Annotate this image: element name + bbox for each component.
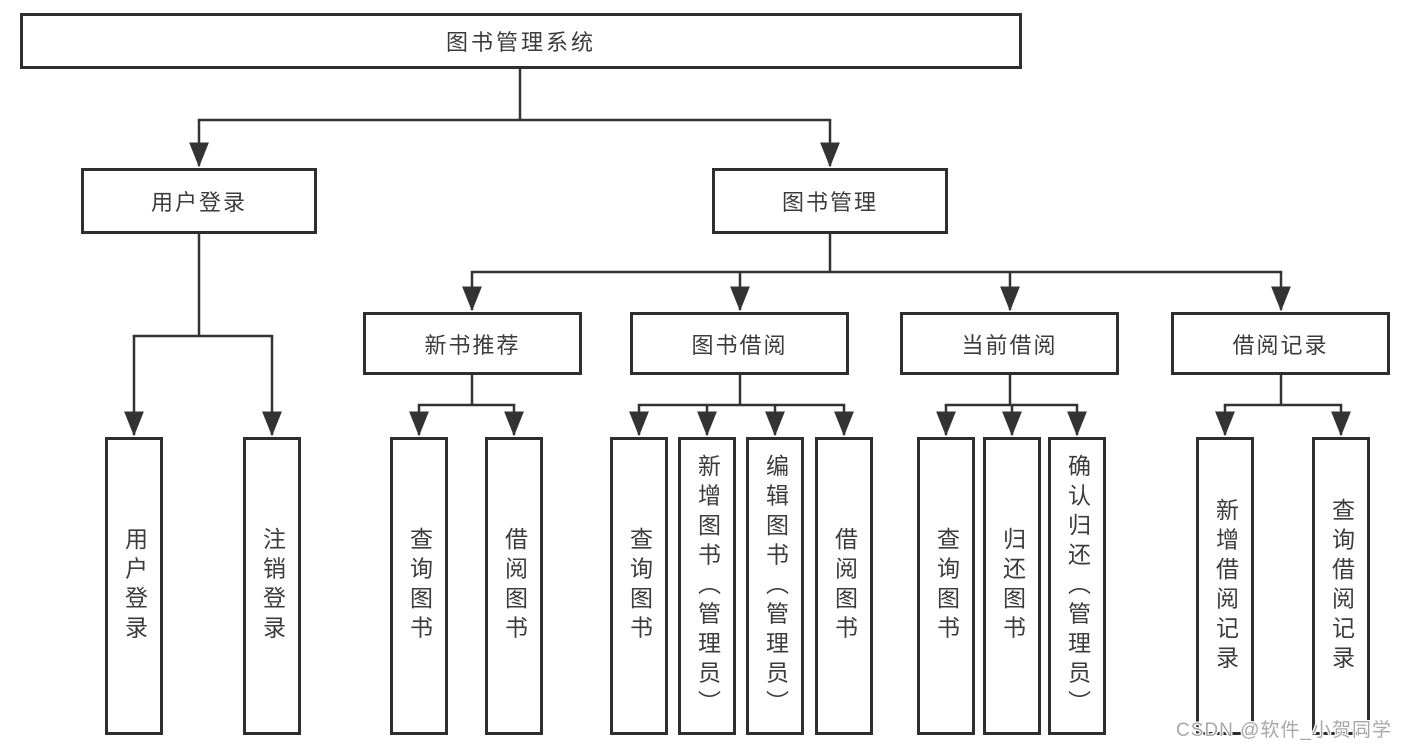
- node-label: 用户登录: [121, 527, 148, 645]
- node-label: 用户登录: [150, 190, 247, 215]
- node-label: 查询图书: [406, 527, 433, 645]
- connector-current-children: [936, 373, 1087, 437]
- node-label: 借阅记录: [1232, 332, 1329, 358]
- node-label: 借阅图书: [501, 527, 528, 645]
- node-current-borrowing: 当前借阅: [900, 312, 1119, 375]
- node-book-management-module: 图书管理: [712, 168, 948, 234]
- connector-user-login-children: [124, 232, 282, 437]
- node-leaf-borrowing-query-books: 查询图书: [610, 437, 668, 735]
- node-leaf-borrowing-edit-books-admin: 编辑图书（管理员）: [746, 437, 804, 735]
- node-leaf-logout: 注销登录: [243, 437, 301, 735]
- node-system-root: 图书管理系统: [20, 13, 1022, 69]
- node-leaf-current-query-books: 查询图书: [917, 437, 975, 735]
- node-label: 图书管理系统: [445, 30, 596, 55]
- node-label: 查询图书: [933, 527, 960, 645]
- node-label: 编辑图书（管理员）: [762, 453, 789, 719]
- node-label: 图书管理: [781, 190, 878, 215]
- node-leaf-current-return-books: 归还图书: [983, 437, 1041, 735]
- node-label: 确认归还（管理员）: [1064, 453, 1091, 719]
- node-leaf-borrowing-borrow-books: 借阅图书: [815, 437, 873, 735]
- node-borrowing-records: 借阅记录: [1171, 312, 1390, 375]
- node-label: 新增借阅记录: [1212, 497, 1239, 675]
- node-leaf-recommend-query-books: 查询图书: [390, 437, 448, 735]
- node-leaf-user-login: 用户登录: [105, 437, 163, 735]
- node-label: 查询图书: [626, 527, 653, 645]
- node-new-book-recommend: 新书推荐: [363, 312, 582, 375]
- node-leaf-current-confirm-return-admin: 确认归还（管理员）: [1048, 437, 1106, 735]
- connector-recommend-children: [409, 373, 524, 437]
- node-leaf-borrowing-add-books-admin: 新增图书（管理员）: [678, 437, 736, 735]
- node-leaf-records-add-record: 新增借阅记录: [1196, 437, 1254, 735]
- node-label: 归还图书: [999, 527, 1026, 645]
- node-leaf-records-query-record: 查询借阅记录: [1312, 437, 1370, 735]
- node-label: 借阅图书: [831, 527, 858, 645]
- node-label: 注销登录: [259, 527, 286, 645]
- node-label: 新书推荐: [424, 332, 521, 358]
- node-leaf-recommend-borrow-books: 借阅图书: [485, 437, 543, 735]
- connector-root-to-modules: [189, 67, 840, 168]
- connector-borrowing-children: [629, 373, 854, 437]
- node-label: 当前借阅: [961, 332, 1058, 358]
- node-user-login-module: 用户登录: [81, 168, 317, 234]
- node-label: 新增图书（管理员）: [694, 453, 721, 719]
- connector-records-children: [1215, 373, 1351, 437]
- node-label: 图书借阅: [691, 332, 788, 358]
- node-book-borrowing: 图书借阅: [630, 312, 849, 375]
- node-label: 查询借阅记录: [1328, 497, 1355, 675]
- watermark: CSDN @软件_小贺同学: [1176, 720, 1392, 741]
- connector-book-management-sections: [462, 232, 1291, 312]
